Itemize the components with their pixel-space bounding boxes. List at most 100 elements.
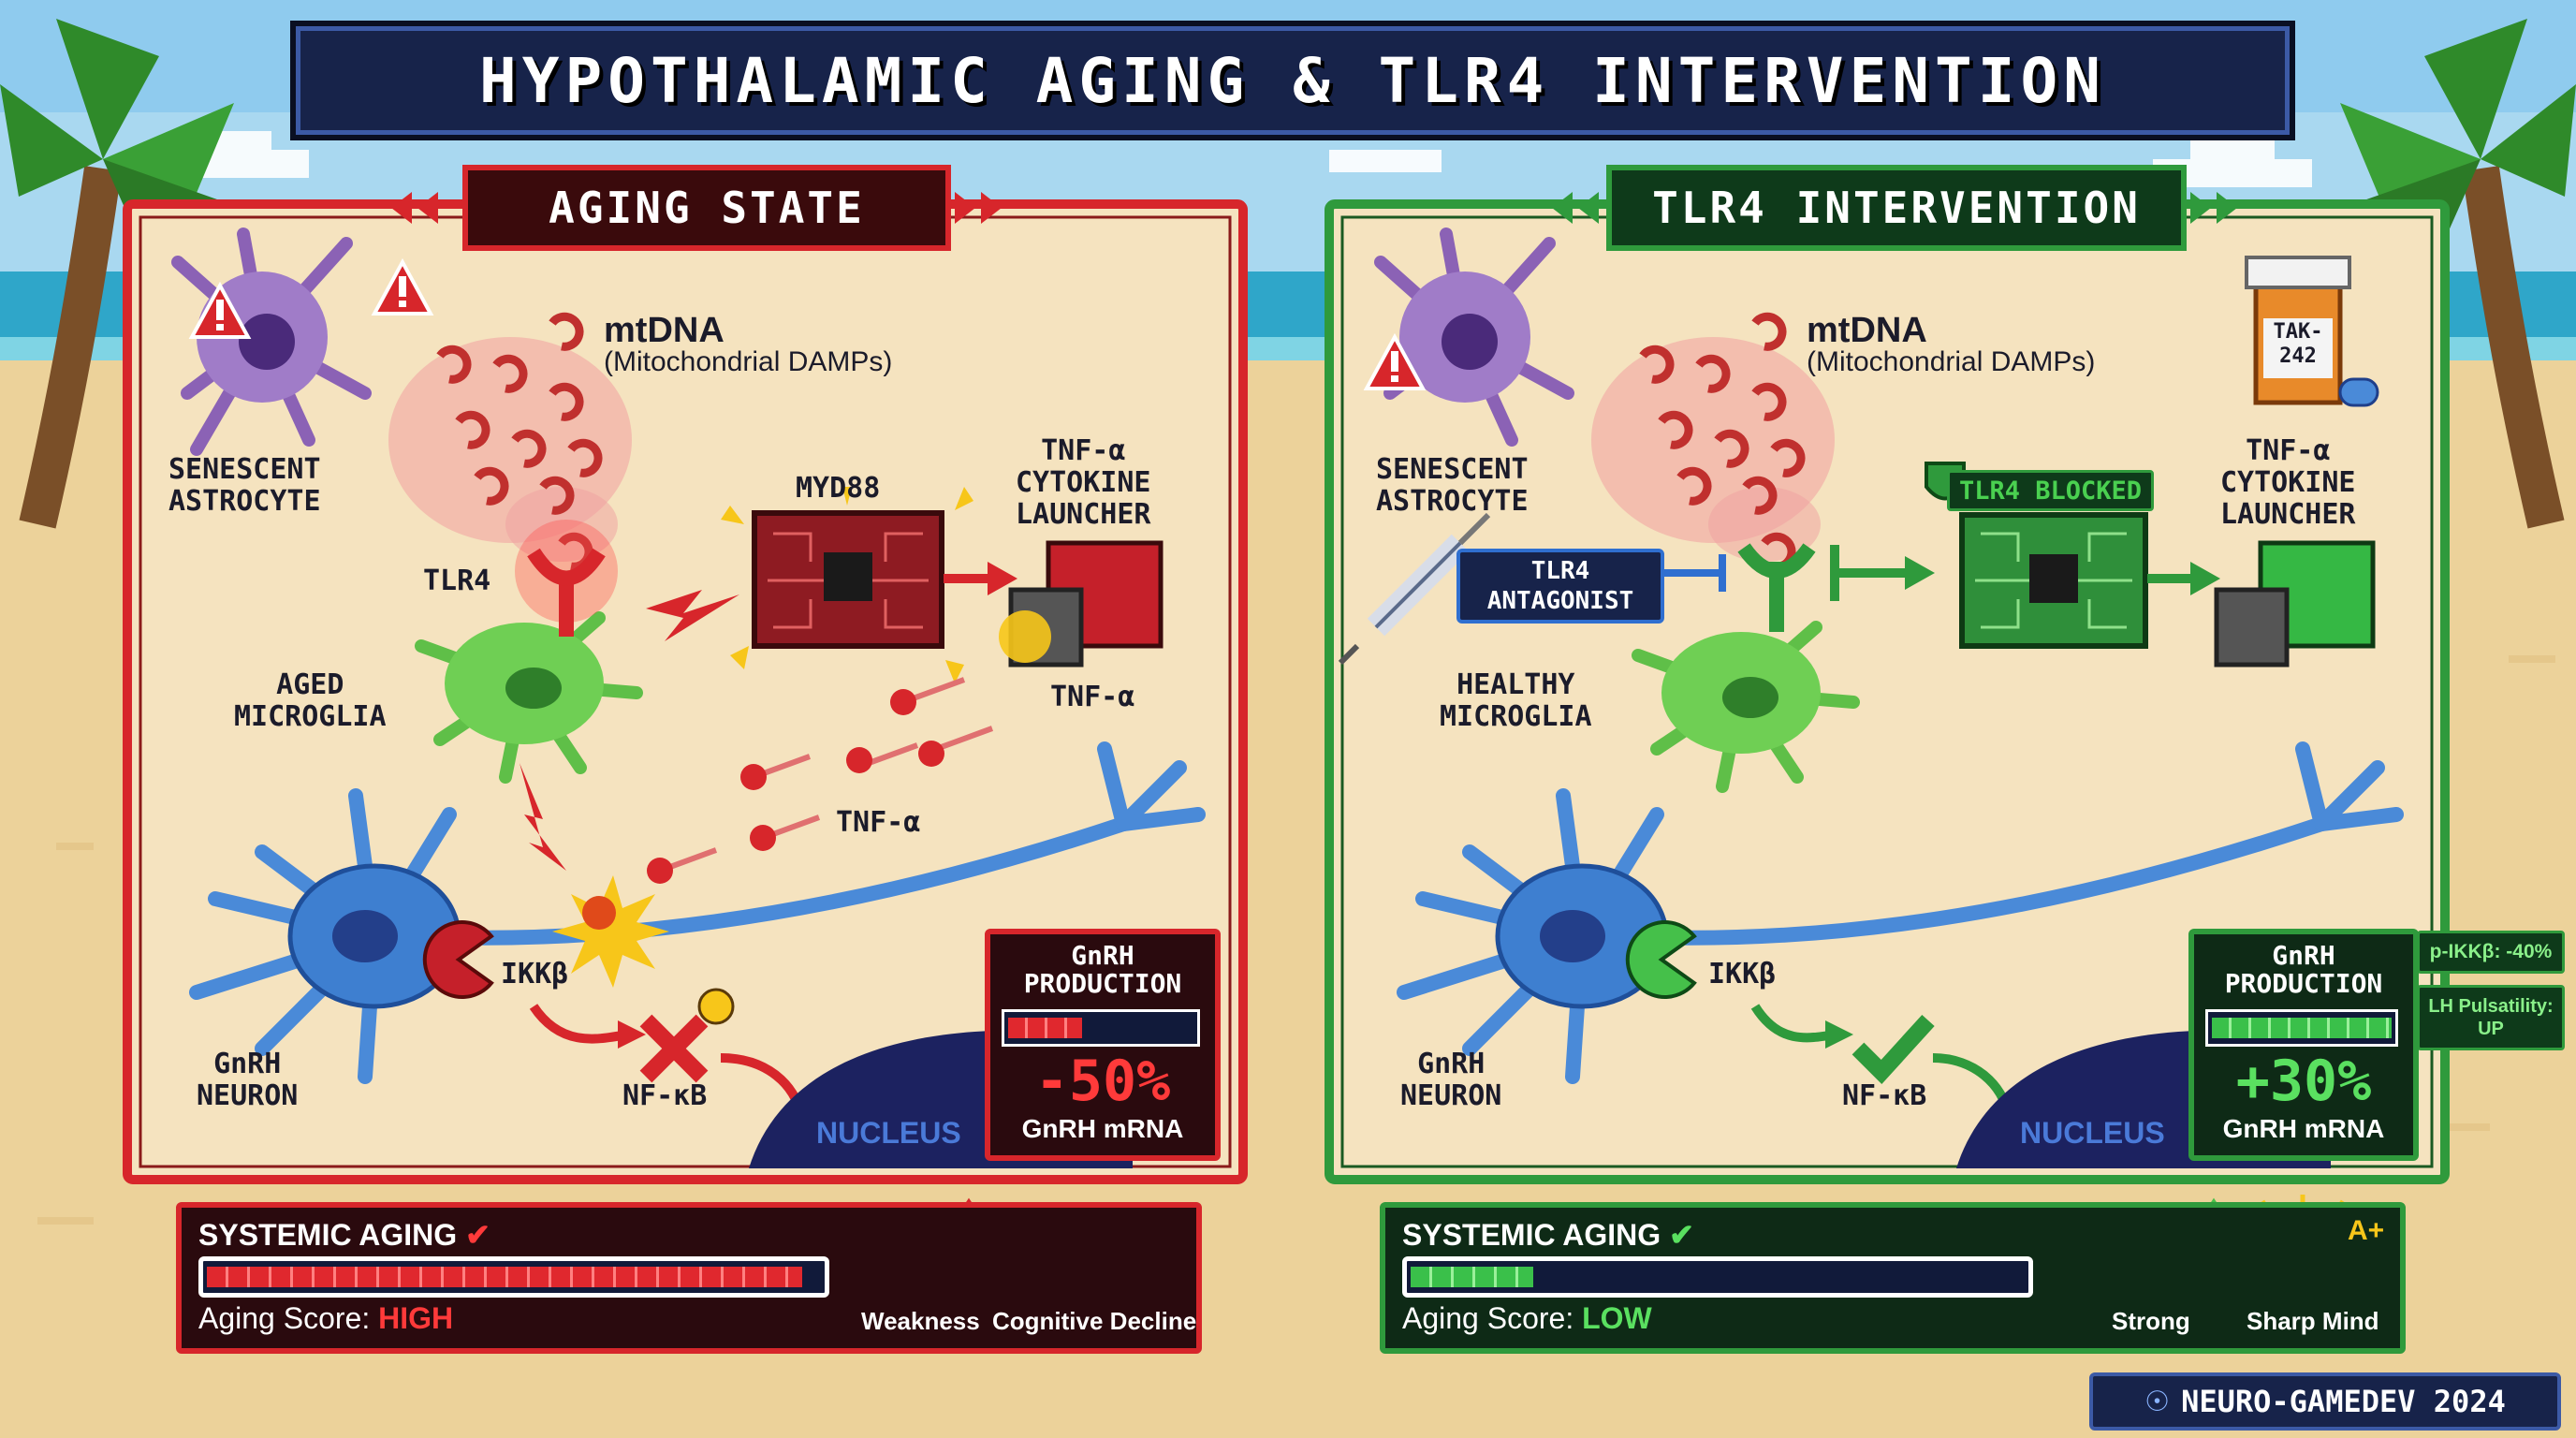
check-icon: ✔ [1669,1218,1694,1252]
systemic-aging-label: SYSTEMIC AGING [1402,1218,1661,1252]
gnrh-value: +30% [2235,1049,2372,1114]
ikkb-label: IKKβ [501,958,569,990]
tnf-alpha-label: TNF-α [1050,681,1135,713]
grade-badge: A+ [2348,1215,2385,1246]
tab-aging-state: AGING STATE [462,165,951,251]
cytokine-launcher-icon [2214,540,2376,668]
tlr4-antagonist-box: TLR4 ANTAGONIST [1456,549,1664,624]
nfkb-blocked-icon [639,988,735,1083]
brain-icon: ☉ [2144,1385,2171,1418]
gnrh-value: -50% [1034,1049,1171,1114]
myd88-label: MYD88 [796,472,881,505]
ikkb-icon [1625,920,1697,999]
aging-score-label: Aging Score: [1402,1301,1583,1335]
lh-pulsatility-label: LH Pulsatility: UP [2428,996,2554,1039]
systemic-aging-gauge [1402,1256,2033,1298]
tak-242-label: TAK- 242 [2273,320,2323,368]
systemic-aging-label: SYSTEMIC AGING [198,1218,458,1252]
p-ikkb-badge: p-IKKβ: -40% [2417,931,2565,974]
ikkb-label: IKKβ [1708,958,1777,990]
tnf-alpha-label: TNF-α [836,806,921,839]
tab-tlr4-intervention: TLR4 INTERVENTION [1606,165,2187,251]
tlr4-receptor-icon [515,520,618,637]
gnrh-neuron-icon [1397,741,2404,1084]
mtdna-cloud-icon [388,312,632,571]
cytokine-launcher-label: TNF-α CYTOKINE LAUNCHER [1016,434,1151,531]
mtdna-cloud-icon [1591,312,1835,571]
systemic-aging-fill [1411,1267,1534,1287]
tak-242-bottle-icon [2245,256,2379,407]
gnrh-production-title: GnRH PRODUCTION [2224,940,2383,999]
systemic-aging-gauge [198,1256,829,1298]
gnrh-gauge [2205,1009,2398,1047]
cytokine-launcher-label: TNF-α CYTOKINE LAUNCHER [2220,434,2356,531]
tlr4-label: TLR4 [423,565,491,597]
myd88-chip-icon [1959,512,2148,649]
footer-label: NEURO-GAMEDEV 2024 [2181,1384,2506,1419]
gnrh-mrna-label: GnRH mRNA [2222,1114,2385,1143]
gnrh-gauge-fill [1008,1018,1083,1038]
nucleus-label: NUCLEUS [2020,1116,2165,1150]
strong-label: Strong [2112,1307,2190,1335]
senescent-astrocyte-label: SENESCENT ASTROCYTE [168,453,321,518]
mtdna-label: mtDNA [1807,311,1927,350]
gnrh-gauge-fill [2212,1018,2392,1038]
tlr4-antagonist-label: TLR4 ANTAGONIST [1486,557,1634,615]
gnrh-production-title: GnRH PRODUCTION [1023,940,1182,999]
warning-icon [188,257,434,339]
title-banner: HYPOTHALAMIC AGING & TLR4 INTERVENTION [290,21,2295,140]
page-title: HYPOTHALAMIC AGING & TLR4 INTERVENTION [479,44,2106,117]
systemic-aging-title: SYSTEMIC AGING ✔ [1402,1217,1694,1253]
mtdna-label: mtDNA [604,311,724,350]
aging-score-value: HIGH [378,1301,454,1335]
warning-icon [1363,332,1427,390]
systemic-aging-fill [207,1267,803,1287]
tab-label: TLR4 INTERVENTION [1652,183,2141,233]
gnrh-neuron-label: GnRH NEURON [1400,1048,1502,1112]
check-icon: ✔ [465,1218,490,1252]
mtdna-sublabel: (Mitochondrial DAMPs) [604,346,893,377]
nucleus-label: NUCLEUS [816,1116,961,1150]
checkmark-icon [1852,1014,1935,1085]
footer-badge: ☉ NEURO-GAMEDEV 2024 [2089,1372,2561,1431]
weakness-label: Weakness [861,1307,980,1335]
gnrh-neuron-label: GnRH NEURON [197,1048,299,1112]
tlr4-blocked-badge: TLR4 BLOCKED [1947,470,2155,511]
explosion-icon [552,875,669,988]
gnrh-neuron-icon [189,741,1206,1084]
cytokine-launcher-icon [999,540,1164,668]
syringe-icon [1338,512,1491,666]
ikkb-icon [422,920,494,999]
systemic-aging-title: SYSTEMIC AGING ✔ [198,1217,490,1253]
p-ikkb-label: p-IKKβ: -40% [2429,941,2553,962]
spark-icon [721,487,973,683]
tnf-alpha-projectile-icon [647,677,994,884]
aging-score-label: Aging Score: [198,1301,379,1335]
aging-score: Aging Score: LOW [1402,1301,1652,1336]
aged-microglia-icon [415,611,643,784]
lightning-bolt-icon [520,590,739,871]
senescent-astrocyte-icon [1374,227,1574,447]
lh-pulsatility-badge: LH Pulsatility: UP [2417,985,2565,1050]
healthy-microglia-icon [1632,621,1860,793]
aged-microglia-label: AGED MICROGLIA [234,668,387,733]
gnrh-production-box: GnRH PRODUCTION -50% GnRH mRNA [985,929,1221,1161]
palm-tree-right-icon [2321,19,2576,529]
systemic-aging-panel: SYSTEMIC AGING ✔ Aging Score: HIGH Weakn… [176,1202,1202,1354]
healthy-microglia-label: HEALTHY MICROGLIA [1440,668,1592,733]
nfkb-label: NF-κB [1842,1079,1927,1112]
cognitive-decline-label: Cognitive Decline [992,1307,1197,1335]
senescent-astrocyte-label: SENESCENT ASTROCYTE [1376,453,1529,518]
gnrh-mrna-label: GnRH mRNA [1021,1114,1184,1143]
sharp-mind-label: Sharp Mind [2247,1307,2379,1335]
gnrh-gauge [1002,1009,1200,1047]
gnrh-production-box: GnRH PRODUCTION +30% GnRH mRNA [2188,929,2419,1161]
tlr4-blocked-label: TLR4 BLOCKED [1959,476,2143,506]
systemic-aging-panel: SYSTEMIC AGING ✔ Aging Score: LOW Strong… [1380,1202,2406,1354]
myd88-chip-icon [752,510,944,649]
aging-score-value: LOW [1582,1301,1652,1335]
nfkb-label: NF-κB [622,1079,708,1112]
tab-label: AGING STATE [549,183,865,233]
aging-score: Aging Score: HIGH [198,1301,453,1336]
mtdna-sublabel: (Mitochondrial DAMPs) [1807,346,2096,377]
